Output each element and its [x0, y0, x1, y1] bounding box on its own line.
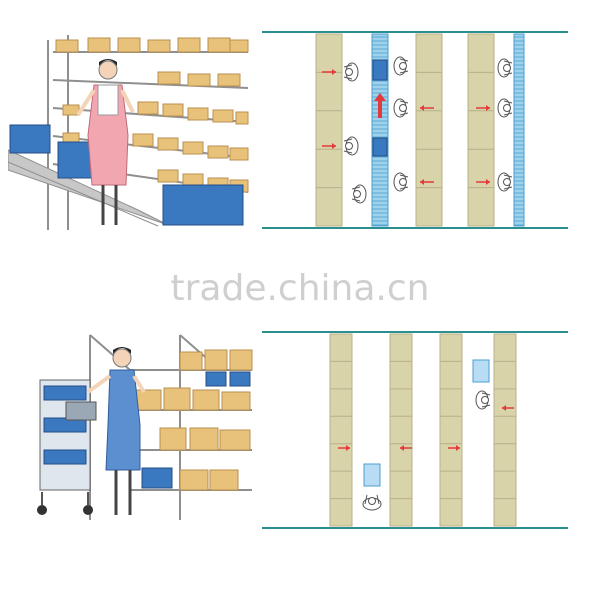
operator-figure-icon	[343, 136, 359, 156]
shelf-rack	[315, 33, 343, 227]
bottom-layout-plan	[262, 331, 568, 529]
red-arrow-icon	[420, 179, 434, 185]
operator-figure-icon	[393, 172, 409, 192]
operator-figure-icon	[475, 390, 491, 410]
shelf-rack	[467, 33, 495, 227]
top-layout-plan	[262, 31, 568, 229]
operator-figure-icon	[76, 59, 135, 225]
operator-figure-icon	[497, 58, 513, 78]
operator-figure-icon	[497, 98, 513, 118]
operator-figure-icon	[362, 494, 382, 511]
mobile-cart	[363, 463, 381, 487]
top-left-illustration	[8, 35, 249, 230]
shelf-rack	[493, 333, 517, 527]
operator-figure-icon	[393, 98, 409, 118]
shelf-rack	[439, 333, 463, 527]
tote-on-conveyor	[372, 59, 388, 81]
red-arrow-icon	[476, 105, 490, 111]
small-blue-bins	[141, 371, 251, 489]
red-arrow-icon	[374, 93, 386, 118]
mobile-cart	[472, 359, 490, 383]
operator-figure-icon	[351, 184, 367, 204]
red-arrow-icon	[338, 445, 350, 451]
bottom-left-illustration	[37, 334, 253, 520]
conveyor-lane	[513, 33, 525, 227]
red-arrow-icon	[322, 143, 336, 149]
operator-figure-icon	[497, 172, 513, 192]
red-arrow-icon	[502, 405, 514, 411]
operator-figure-icon	[393, 56, 409, 76]
carton-boxes	[134, 349, 253, 491]
shelf-rack	[389, 333, 413, 527]
operator-figure-icon	[86, 347, 146, 515]
shelf-rack	[329, 333, 353, 527]
watermark-text: trade.china.cn	[170, 268, 430, 309]
red-arrow-icon	[400, 445, 412, 451]
shelf-rack	[415, 33, 443, 227]
tote-on-conveyor	[372, 137, 388, 157]
operator-figure-icon	[343, 62, 359, 82]
red-arrow-icon	[448, 445, 460, 451]
red-arrow-icon	[322, 69, 336, 75]
picking-cart	[37, 379, 97, 515]
red-arrow-icon	[476, 179, 490, 185]
red-arrow-icon	[420, 105, 434, 111]
